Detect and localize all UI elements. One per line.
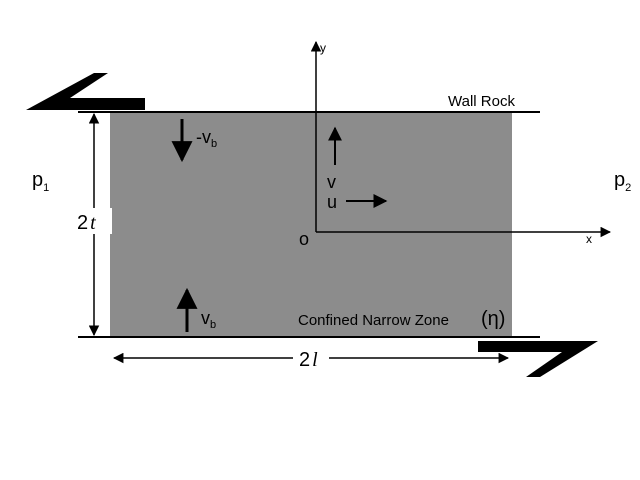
zone-symbol: (η)	[481, 308, 505, 330]
u-velocity-label: u	[327, 192, 337, 212]
zone-label: Confined Narrow Zone	[298, 312, 449, 329]
bottom-shear-arrow-icon	[478, 341, 598, 377]
narrow-zone-rect	[110, 112, 512, 337]
p2-label: p2	[614, 169, 631, 194]
wall-rock-label: Wall Rock	[448, 93, 515, 110]
vb-bottom-label: vb	[201, 308, 216, 331]
origin-label: o	[299, 229, 309, 249]
vb-top-label: -vb	[196, 127, 217, 150]
top-shear-arrow-icon	[26, 73, 145, 110]
thickness-label-bg	[74, 208, 112, 234]
x-axis-label: x	[586, 232, 592, 246]
p1-label: p1	[32, 169, 49, 194]
y-axis-label: y	[320, 41, 326, 55]
v-velocity-label: v	[327, 172, 336, 192]
length-label-bg	[293, 344, 329, 372]
